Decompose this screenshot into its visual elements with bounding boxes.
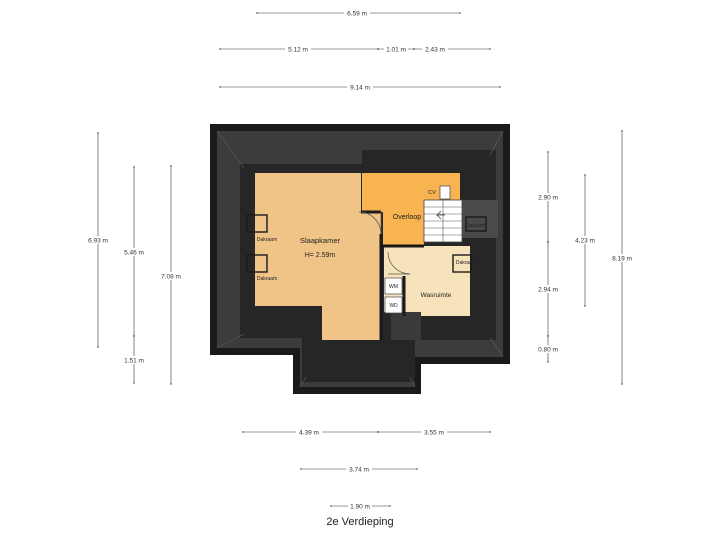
dim-left-4: 1.51 m <box>124 358 144 365</box>
dim-top-2: 5.12 m <box>288 47 308 54</box>
dim-top-4: 2.43 m <box>425 47 445 54</box>
building: Slaapkamer H= 2.59m Overloop Wasruimte C… <box>210 124 510 394</box>
staircase <box>423 199 498 243</box>
dimension-labels: 6.59 m 5.12 m 1.01 m 2.43 m 9.14 m 6.93 … <box>85 9 635 511</box>
dim-left-1: 6.93 m <box>88 238 108 245</box>
cv-unit <box>439 185 451 200</box>
skylight-3 <box>452 254 472 273</box>
label-dakraam-1: Dakraam <box>257 237 277 243</box>
skylight-1 <box>246 214 268 233</box>
dryer <box>384 296 403 314</box>
dim-top-1: 6.59 m <box>347 11 367 18</box>
label-wasruimte: Wasruimte <box>421 292 452 299</box>
dim-right-2: 4.23 m <box>575 238 595 245</box>
dim-right-3: 8.19 m <box>612 256 632 263</box>
dim-top-5: 9.14 m <box>350 85 370 92</box>
dim-bottom-2: 3.55 m <box>424 430 444 437</box>
label-wm: WM <box>389 284 398 290</box>
label-overloop: Overloop <box>393 214 422 221</box>
label-wd: WD <box>389 303 398 309</box>
skylight-2 <box>246 254 268 273</box>
dim-bottom-1: 4.39 m <box>299 430 319 437</box>
label-dakraam-3: Dakraam <box>456 260 476 266</box>
label-height: H= 2.59m <box>305 252 336 259</box>
dim-bottom-3: 3.74 m <box>349 467 369 474</box>
dim-left-3: 7.08 m <box>161 274 181 281</box>
label-dakraam-4: Dakraam <box>466 223 486 229</box>
washing-machine <box>384 277 403 295</box>
wasruimte-shadow <box>391 312 421 340</box>
skylight-4 <box>465 216 487 232</box>
label-cv: CV <box>428 190 436 196</box>
skylights <box>246 214 487 273</box>
label-slaapkamer: Slaapkamer <box>300 236 341 245</box>
room-slaapkamer <box>255 173 381 340</box>
dim-left-2: 5.46 m <box>124 250 144 257</box>
dim-bottom-4: 1.90 m <box>350 504 370 511</box>
dim-right-4: 2.94 m <box>538 287 558 294</box>
label-dakraam-2: Dakraam <box>257 276 277 282</box>
dim-right-1: 2.90 m <box>538 195 558 202</box>
dim-right-5: 0.80 m <box>538 347 558 354</box>
room-slaapkamer-dormer <box>322 306 381 340</box>
floor-title: 2e Verdieping <box>326 516 394 528</box>
room-overloop <box>362 173 460 246</box>
dim-top-3: 1.01 m <box>386 47 406 54</box>
